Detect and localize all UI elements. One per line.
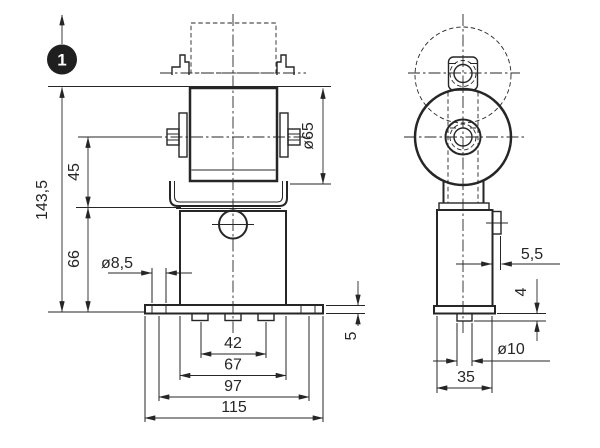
- dim-slot-diameter-label: ø8,5: [101, 255, 133, 272]
- dim-roller-diameter-label: ø65: [300, 122, 317, 150]
- phantom-axle: [453, 63, 473, 84]
- dim-base-width: 115: [144, 316, 324, 422]
- hub-circle: [444, 118, 482, 156]
- right-flange: [279, 112, 289, 158]
- dim-body-height: 66: [66, 207, 91, 312]
- right-clip: [276, 54, 295, 75]
- dim-plate-offset: 5,5: [456, 236, 560, 270]
- dim-spigot-height-label: 4: [513, 287, 530, 296]
- dim-total-height: 143,5: [34, 87, 65, 312]
- dim-side-body-width-label: 35: [457, 369, 475, 386]
- dim-slot-diameter: ø8,5: [101, 255, 192, 303]
- base-plate-side: [433, 305, 496, 315]
- dim-roller-diameter: ø65: [290, 88, 331, 185]
- phantom-axle-hidden: [449, 60, 477, 87]
- dim-spigot-diameter-label: ø10: [497, 341, 525, 358]
- dim-side-body-width: 35: [436, 316, 493, 393]
- foot-tab: [257, 312, 275, 322]
- dim-plate-offset-label: 5,5: [521, 246, 543, 263]
- badge-circle: [47, 44, 77, 75]
- roller-side: [413, 87, 513, 187]
- dim-tab-spacing: 42: [200, 322, 267, 358]
- phantom-roller-outline: [190, 22, 277, 74]
- strap-inner: [174, 181, 283, 203]
- roller-front: [188, 86, 279, 183]
- phantom-roller-circle: [414, 26, 512, 124]
- dim-axle-to-body-label: 45: [66, 163, 83, 181]
- side-view: [404, 14, 524, 333]
- dim-axle-to-body: 45: [66, 137, 91, 208]
- collar: [438, 202, 490, 211]
- dim-total-height-label: 143,5: [34, 180, 51, 220]
- strap-outer: [169, 181, 288, 207]
- dim-spigot-diameter: ø10: [433, 323, 550, 366]
- right-axle-bolt: [287, 128, 301, 146]
- left-axle-bolt: [166, 128, 180, 146]
- dim-body-width: 67: [179, 316, 287, 380]
- badge-number: 1: [57, 51, 66, 70]
- dim-plate-thickness: 5: [326, 281, 365, 340]
- left-flange: [178, 112, 188, 158]
- foot-tab: [191, 312, 209, 322]
- front-view: [48, 14, 331, 333]
- pedestal-side: [436, 209, 494, 307]
- dim-slot-spacing-label: 97: [224, 378, 242, 395]
- left-clip: [171, 54, 190, 75]
- dim-base-width-label: 115: [221, 399, 247, 416]
- dim-plate-thickness-label: 5: [343, 331, 360, 340]
- dim-body-width-label: 67: [224, 357, 242, 374]
- spigot: [456, 312, 473, 322]
- axle-circle: [453, 127, 473, 147]
- item-1-badge: 1: [47, 44, 77, 75]
- foot-tab: [224, 312, 242, 322]
- dim-tab-spacing-label: 42: [224, 335, 242, 352]
- base-plate-front: [144, 304, 324, 315]
- dim-spigot-height: 4: [474, 279, 546, 341]
- dim-slot-spacing: 97: [158, 316, 310, 401]
- axle-hidden-circle: [449, 123, 477, 151]
- dim-body-height-label: 66: [66, 250, 83, 268]
